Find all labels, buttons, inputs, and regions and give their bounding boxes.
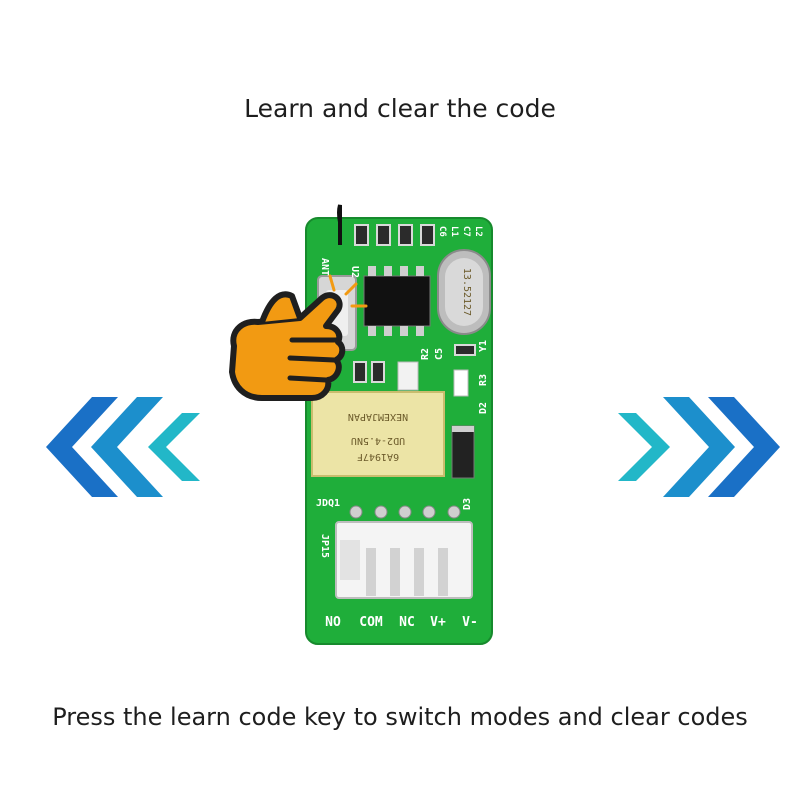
- crystal-oscillator: 13.52127: [437, 249, 491, 335]
- terminal-connector: [335, 521, 473, 599]
- terminal-label-com: COM: [359, 615, 383, 630]
- pcb-board: 13.52127 NEXEMJAPAN UD2-4.5NU 6A1947F: [305, 204, 493, 645]
- ic-chip: [363, 266, 431, 336]
- relay-code: 6A1947F: [357, 451, 399, 462]
- label-u2: U2: [349, 266, 360, 278]
- chevrons-right-icon: [618, 397, 780, 497]
- label-l1: L1: [449, 226, 459, 237]
- relay-model: UD2-4.5NU: [351, 435, 405, 446]
- label-c6: C6: [437, 226, 447, 237]
- diode: [451, 425, 475, 479]
- relay-brand: NEXEMJAPAN: [348, 411, 408, 422]
- relay: NEXEMJAPAN UD2-4.5NU 6A1947F: [311, 391, 445, 477]
- label-ant: ANT: [319, 258, 330, 276]
- label-l2: L2: [473, 226, 483, 237]
- terminal-label-vminus: V-: [462, 615, 478, 630]
- crystal-label: 13.52127: [461, 268, 472, 316]
- caption: Press the learn code key to switch modes…: [52, 703, 748, 731]
- label-c5: C5: [434, 348, 445, 360]
- label-r3: R3: [478, 374, 489, 386]
- pointing-hand-icon: [229, 274, 368, 401]
- label-y1: Y1: [478, 340, 489, 352]
- terminal-label-vplus: V+: [430, 615, 446, 630]
- label-d2: D2: [478, 402, 489, 414]
- label-jdq1: JDQ1: [316, 498, 340, 509]
- terminal-label-no: NO: [325, 615, 341, 630]
- antenna-wire: [337, 204, 342, 245]
- label-jp15: JP15: [319, 534, 330, 558]
- page-title: Learn and clear the code: [244, 94, 556, 123]
- label-c7: C7: [461, 226, 471, 237]
- label-d3: D3: [462, 498, 473, 510]
- label-r2: R2: [420, 348, 431, 360]
- terminal-label-nc: NC: [399, 615, 415, 630]
- chevrons-left-icon: [46, 397, 200, 497]
